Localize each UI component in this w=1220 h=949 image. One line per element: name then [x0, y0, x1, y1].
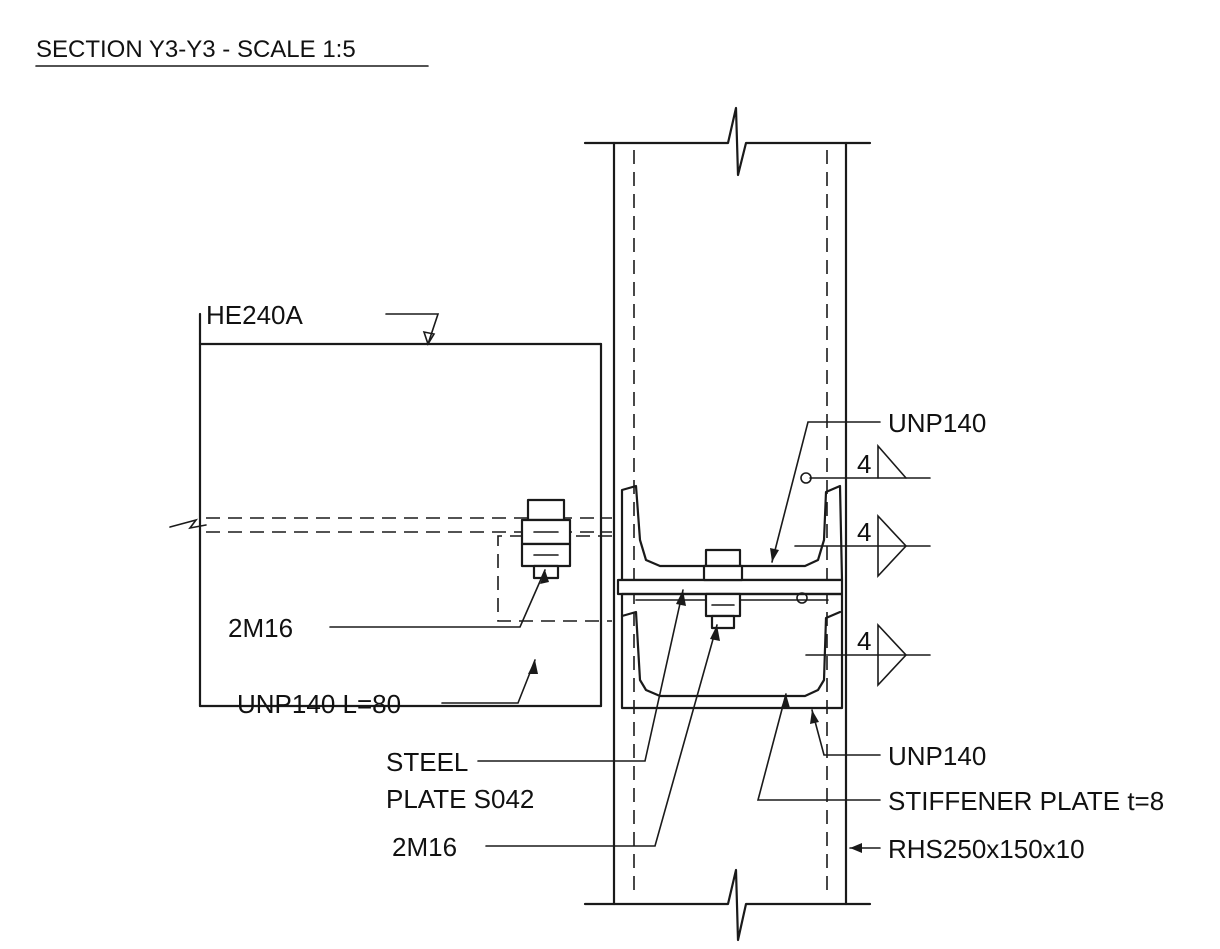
label-stiffener: STIFFENER PLATE t=8 — [888, 786, 1164, 816]
leader-stiffener — [756, 693, 881, 801]
label-bolts-left: 2M16 — [228, 613, 293, 643]
leader-unp-bottom — [811, 709, 881, 756]
weld-circle-bottom — [796, 592, 808, 604]
center-bolt — [702, 548, 744, 630]
lower-unp-outer — [620, 592, 844, 710]
weld-symbol-top: 4 — [809, 443, 931, 479]
drawing-title: SECTION Y3-Y3 - SCALE 1:5 — [36, 36, 356, 63]
label-steel-plate-line2: PLATE S042 — [386, 784, 534, 814]
weld-symbol-middle: 4 — [794, 513, 931, 579]
leader-unp-top — [771, 421, 881, 563]
leader-steel-plate — [477, 589, 684, 762]
label-unp-bottom: UNP140 — [888, 741, 986, 771]
leader-bolts-left — [329, 569, 546, 628]
he240a-beam — [169, 312, 612, 708]
beam-break-symbol — [169, 518, 207, 530]
weld-size-bottom: 4 — [857, 626, 871, 656]
label-steel-plate-line1: STEEL — [386, 747, 468, 777]
left-bolt — [520, 498, 572, 580]
leader-bolts-center — [485, 624, 718, 847]
lower-unp-inner — [620, 610, 842, 698]
column-bottom-break-line — [583, 868, 872, 942]
leader-unp-short — [441, 659, 536, 704]
label-rhs: RHS250x150x10 — [888, 834, 1085, 864]
column-top-break-line — [583, 106, 872, 177]
label-unp-top: UNP140 — [888, 408, 986, 438]
label-beam: HE240A — [206, 300, 303, 330]
steel-plate-s042 — [616, 578, 844, 596]
weld-size-middle: 4 — [857, 517, 871, 547]
weld-symbol-bottom: 4 — [805, 622, 931, 688]
label-bolts-center: 2M16 — [392, 832, 457, 862]
label-unp-short: UNP140 L=80 — [237, 689, 401, 719]
weld-size-top: 4 — [857, 449, 871, 479]
rhs-column — [583, 106, 872, 942]
